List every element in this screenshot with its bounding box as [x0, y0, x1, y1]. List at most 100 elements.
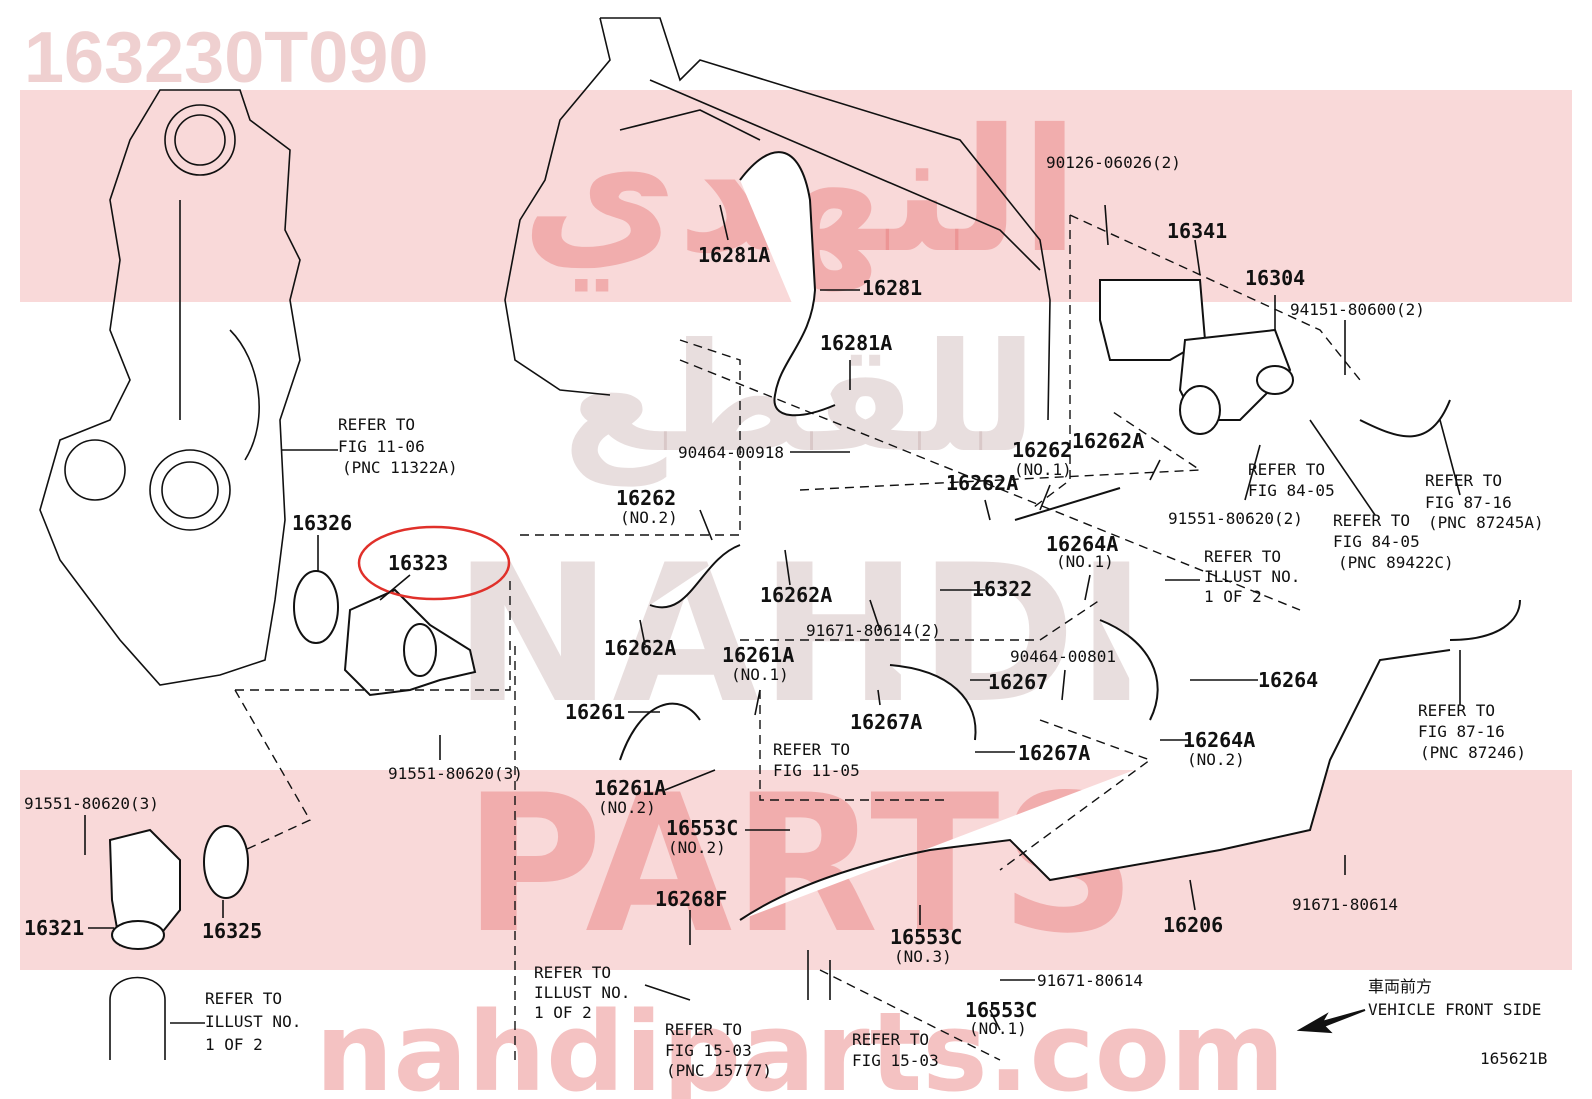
label-16264A-no2[interactable]: 16264A — [1183, 728, 1255, 752]
svg-text:FIG 11-06: FIG 11-06 — [338, 437, 425, 456]
hoses — [619, 151, 1521, 761]
refer-to-r1[interactable]: REFER TO FIG 11-06 (PNC 11322A) — [338, 415, 458, 477]
watermark-brand-b: PARTS — [463, 754, 1136, 975]
part-labels: 16323 16326 16321 16325 16281 16281A 162… — [24, 153, 1547, 1068]
svg-text:REFER TO: REFER TO — [1425, 471, 1502, 490]
svg-text:1 OF 2: 1 OF 2 — [1204, 587, 1262, 606]
svg-text:REFER TO: REFER TO — [1333, 511, 1410, 530]
sub-no1-b: (NO.1) — [1056, 552, 1114, 571]
refer-to-r7[interactable]: REFER TO FIG 87-16 (PNC 87246) — [1418, 701, 1526, 762]
label-16268F[interactable]: 16268F — [655, 887, 727, 911]
leader-lines — [84, 204, 1461, 1031]
label-91671-80614-2[interactable]: 91671-80614(2) — [806, 621, 941, 640]
label-91671-80614-a[interactable]: 91671-80614 — [1037, 971, 1143, 990]
refer-to-r8[interactable]: REFER TO ILLUST NO. 1 OF 2 — [534, 963, 630, 1022]
refer-to-r10[interactable]: REFER TO FIG 15-03 (PNC 15777) — [665, 1020, 772, 1080]
label-90126-06026[interactable]: 90126-06026(2) — [1046, 153, 1181, 172]
label-16323[interactable]: 16323 — [388, 551, 448, 575]
label-16281A-mid[interactable]: 16281A — [820, 331, 892, 355]
label-16553C-no2[interactable]: 16553C — [666, 816, 738, 840]
dashed-guides — [234, 214, 1361, 1061]
svg-text:REFER TO: REFER TO — [1418, 701, 1495, 720]
label-16262-no1[interactable]: 16262 — [1012, 438, 1072, 462]
svg-text:REFER TO: REFER TO — [1204, 547, 1281, 566]
svg-text:REFER TO: REFER TO — [773, 740, 850, 759]
label-16326[interactable]: 16326 — [292, 511, 352, 535]
water-pipe-16206 — [739, 649, 1451, 1000]
sub-no2-d: (NO.2) — [668, 838, 726, 857]
sub-no3: (NO.3) — [894, 947, 952, 966]
svg-text:車両前方: 車両前方 — [1368, 977, 1432, 996]
svg-text:FIG 87-16: FIG 87-16 — [1425, 493, 1512, 512]
front-arrow-icon — [1296, 1009, 1366, 1034]
svg-text:REFER TO: REFER TO — [852, 1030, 929, 1049]
refer-to-r3[interactable]: REFER TO FIG 87-16 (PNC 87245A) — [1425, 471, 1544, 532]
label-16262A-c[interactable]: 16262A — [604, 636, 676, 660]
label-16261A-no1[interactable]: 16261A — [722, 643, 794, 667]
pipe-below-16321 — [109, 976, 166, 1060]
label-90464-00918[interactable]: 90464-00918 — [678, 443, 784, 462]
label-16281A-top[interactable]: 16281A — [698, 243, 770, 267]
refer-to-r4[interactable]: REFER TO FIG 84-05 (PNC 89422C) — [1333, 511, 1454, 572]
svg-text:VEHICLE FRONT SIDE: VEHICLE FRONT SIDE — [1368, 1000, 1541, 1019]
refer-to-r6[interactable]: REFER TO FIG 11-05 — [773, 740, 860, 780]
svg-text:REFER TO: REFER TO — [534, 963, 611, 982]
label-16321[interactable]: 16321 — [24, 916, 84, 940]
sub-no2-a: (NO.2) — [620, 508, 678, 527]
label-16261A-no2[interactable]: 16261A — [594, 776, 666, 800]
refer-to-r5[interactable]: REFER TO ILLUST NO. 1 OF 2 — [1204, 547, 1300, 606]
svg-text:(PNC 15777): (PNC 15777) — [666, 1061, 772, 1080]
label-16264[interactable]: 16264 — [1258, 668, 1318, 692]
svg-text:ILLUST NO.: ILLUST NO. — [1204, 567, 1300, 586]
svg-text:ILLUST NO.: ILLUST NO. — [205, 1012, 301, 1031]
label-91551-80620-2[interactable]: 91551-80620(2) — [1168, 509, 1303, 528]
label-16304[interactable]: 16304 — [1245, 266, 1305, 290]
svg-text:FIG 15-03: FIG 15-03 — [665, 1041, 752, 1060]
svg-text:(PNC 87246): (PNC 87246) — [1420, 743, 1526, 762]
label-91671-80614-b[interactable]: 91671-80614 — [1292, 895, 1398, 914]
inlet-16321-shape — [108, 828, 181, 950]
label-16206[interactable]: 16206 — [1163, 913, 1223, 937]
label-16261[interactable]: 16261 — [565, 700, 625, 724]
svg-text:(PNC 87245A): (PNC 87245A) — [1428, 513, 1544, 532]
label-16322[interactable]: 16322 — [972, 577, 1032, 601]
label-16262A-mid[interactable]: 16262A — [946, 471, 1018, 495]
label-16262A-right[interactable]: 16262A — [1072, 429, 1144, 453]
svg-text:1 OF 2: 1 OF 2 — [534, 1003, 592, 1022]
label-16267A-b[interactable]: 16267A — [1018, 741, 1090, 765]
svg-text:FIG 84-05: FIG 84-05 — [1248, 481, 1335, 500]
label-16267A-a[interactable]: 16267A — [850, 710, 922, 734]
timing-cover — [39, 89, 301, 686]
svg-text:FIG 87-16: FIG 87-16 — [1418, 722, 1505, 741]
svg-text:ILLUST NO.: ILLUST NO. — [534, 983, 630, 1002]
label-16264A-no1[interactable]: 16264A — [1046, 532, 1118, 556]
label-16341[interactable]: 16341 — [1167, 219, 1227, 243]
thermostat-housing — [1099, 279, 1294, 435]
label-16553C-no1[interactable]: 16553C — [965, 998, 1037, 1022]
label-16262-no2[interactable]: 16262 — [616, 486, 676, 510]
label-94151-80600[interactable]: 94151-80600(2) — [1290, 300, 1425, 319]
refer-to-r2[interactable]: REFER TO FIG 84-05 — [1248, 460, 1335, 500]
vehicle-front-indicator: 車両前方 VEHICLE FRONT SIDE — [1296, 977, 1541, 1034]
watermark-part-number: 163230T090 — [24, 18, 428, 98]
label-16325[interactable]: 16325 — [202, 919, 262, 943]
label-16262A-b[interactable]: 16262A — [760, 583, 832, 607]
label-16281[interactable]: 16281 — [862, 276, 922, 300]
svg-text:(PNC 11322A): (PNC 11322A) — [342, 458, 458, 477]
refer-to-r11[interactable]: REFER TO FIG 15-03 — [852, 1030, 939, 1070]
gasket-16326-shape — [293, 570, 339, 644]
sub-no1-c: (NO.1) — [731, 665, 789, 684]
label-91551-80620-3a[interactable]: 91551-80620(3) — [388, 764, 523, 783]
watermark-brand-a: NAHDI — [453, 524, 1146, 745]
svg-text:1 OF 2: 1 OF 2 — [205, 1035, 263, 1054]
label-16553C-no3[interactable]: 16553C — [890, 925, 962, 949]
label-91551-80620-3b[interactable]: 91551-80620(3) — [24, 794, 159, 813]
watermark-site: nahdiparts.com — [315, 988, 1285, 1099]
refer-to-r9[interactable]: REFER TO ILLUST NO. 1 OF 2 — [205, 989, 301, 1054]
label-90464-00801[interactable]: 90464-00801 — [1010, 647, 1116, 666]
gasket-16325-shape — [203, 825, 249, 899]
svg-text:FIG 84-05: FIG 84-05 — [1333, 532, 1420, 551]
illustration-code: 165621B — [1480, 1049, 1547, 1068]
label-16267[interactable]: 16267 — [988, 670, 1048, 694]
